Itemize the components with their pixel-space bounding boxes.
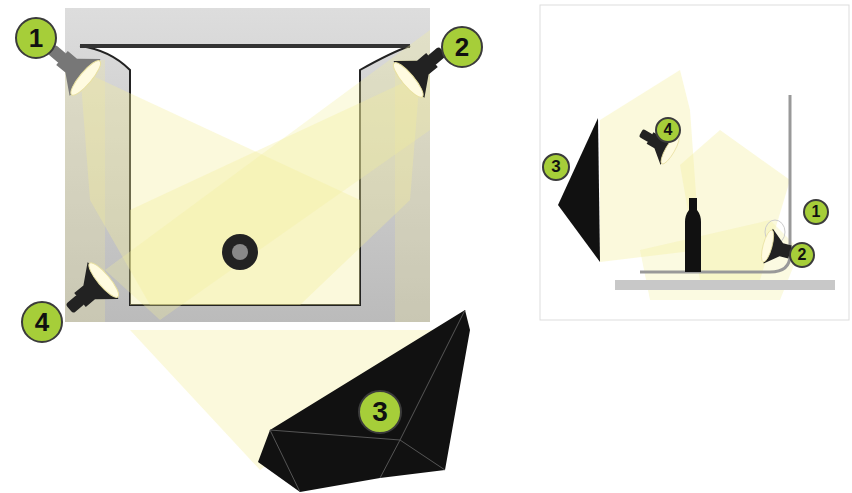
lamp-4-side [632, 117, 683, 167]
bottle-top-view [222, 234, 258, 270]
callout-number: 1 [15, 17, 57, 59]
callout-number: 4 [655, 117, 681, 143]
softbox-3-side [558, 118, 600, 262]
lamp-4 [54, 258, 124, 328]
callout-number: 3 [542, 153, 570, 181]
side-view-frame [540, 5, 849, 320]
softbox-3 [258, 310, 470, 492]
callout-number: 3 [358, 390, 402, 434]
callout-number: 2 [441, 26, 483, 68]
callout-number: 4 [21, 301, 63, 343]
table-side [615, 280, 835, 290]
table-top [65, 8, 430, 322]
bottle [685, 198, 701, 272]
callout-number: 2 [789, 242, 815, 268]
callout-number: 1 [803, 199, 829, 225]
